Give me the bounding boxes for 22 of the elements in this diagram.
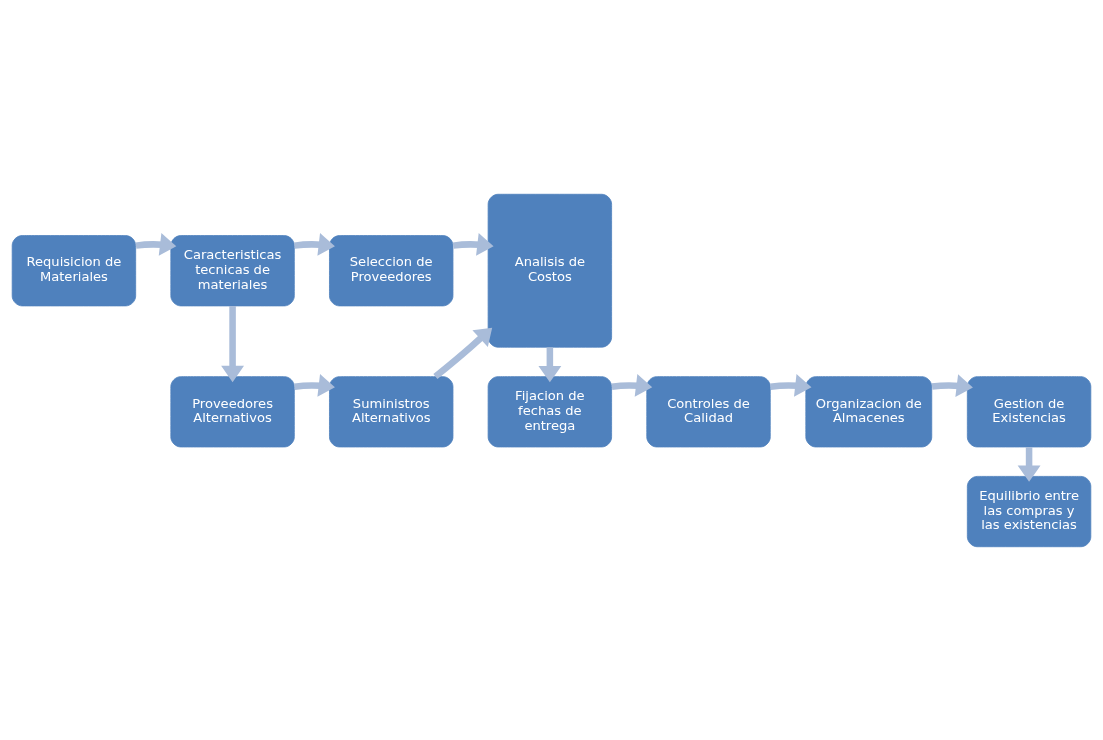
arrow [611, 373, 653, 397]
arrow [931, 373, 973, 397]
node-box: Analisis de Costos [487, 193, 612, 348]
node-box: Controles de Calidad [646, 375, 771, 447]
arrow [770, 373, 812, 397]
arrow [433, 327, 493, 379]
arrow [538, 346, 562, 382]
node-box: Proveedores Alternativos [170, 375, 295, 447]
node-box: Seleccion de Proveedores [329, 234, 454, 306]
node-box: Fijacion de fechas de entrega [487, 375, 612, 447]
node-box: Organizacion de Almacenes [805, 375, 933, 447]
node-box: Equilibrio entre las compras y las existencias [966, 475, 1092, 547]
arrow [221, 305, 244, 382]
arrow [294, 373, 335, 397]
arrow [1017, 446, 1041, 482]
node-box: Suministros Alternativos [329, 375, 454, 447]
node-box: Gestion de Existencias [966, 375, 1092, 447]
arrow [452, 232, 494, 256]
node-box: Caracteristicas tecnicas de materiales [170, 234, 295, 306]
arrow [135, 232, 177, 256]
arrow [294, 232, 335, 256]
node-box: Requisicion de Materiales [11, 234, 137, 306]
